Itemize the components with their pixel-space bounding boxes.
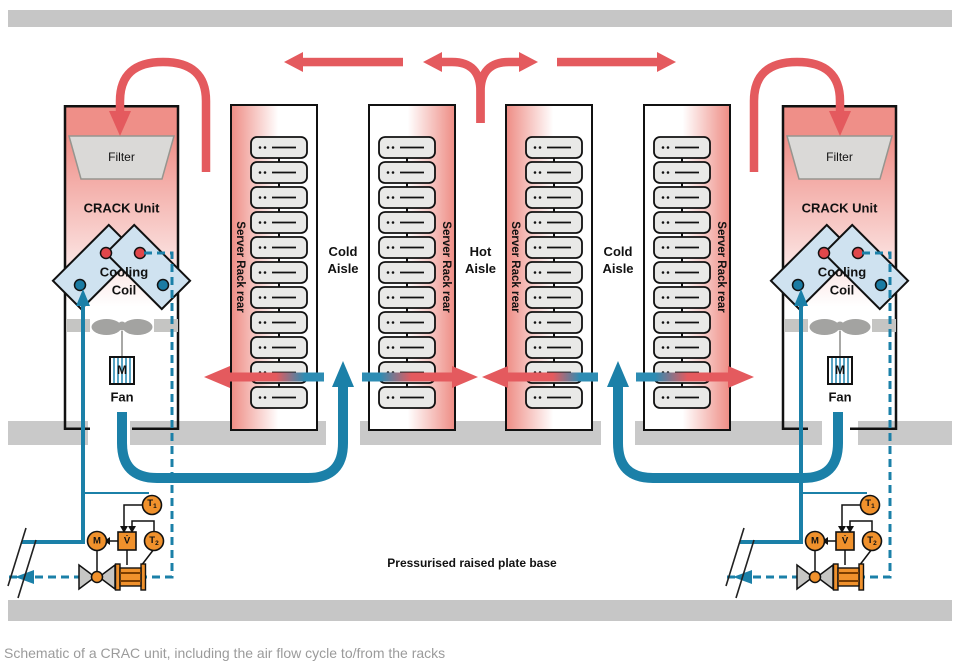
t2-symbol-right: T2 — [867, 535, 877, 547]
hot-aisle-label: Hot Aisle — [465, 244, 496, 278]
chilled-water-controls — [5, 251, 174, 599]
aisle-line2: Aisle — [602, 261, 634, 276]
filter-label-right: Filter — [826, 150, 853, 164]
hot-aisle-riser-right — [476, 57, 519, 123]
aisle-line1: Cold — [603, 244, 633, 260]
valve-ball — [90, 570, 104, 584]
figure-caption: Schematic of a CRAC unit, including the … — [4, 645, 446, 661]
v-symbol-right: V̇ — [841, 535, 849, 547]
flow-meter — [114, 563, 147, 591]
aisle-line1: Hot — [469, 244, 492, 260]
t2-symbol-left: T2 — [149, 535, 159, 547]
warm-water-port — [99, 246, 113, 260]
pipe-break-slashes — [7, 527, 37, 599]
crac-unit-label-right: CRACK Unit — [801, 200, 878, 216]
supply-pipe — [22, 303, 85, 544]
aisle-line2: Aisle — [464, 261, 497, 276]
cooling-coil-line2: Coil — [829, 282, 855, 297]
fan-blade — [122, 319, 153, 335]
filter-trapezoid — [68, 135, 175, 180]
cold-air-duct-right — [607, 361, 843, 483]
rack-rear-label-3: Server Rack rear — [509, 221, 521, 313]
t1-symbol-left: T1 — [147, 498, 157, 510]
fan-label-right: Fan — [828, 389, 852, 405]
aisle-line2: Aisle — [327, 261, 359, 276]
cold-air-up-arrow — [607, 361, 629, 387]
cold-aisle-label-2: Cold Aisle — [602, 244, 633, 278]
fan-motor-letter-right: M — [835, 363, 845, 377]
temp-sensor-t1 — [141, 494, 163, 516]
return-arc-right — [749, 57, 845, 172]
hot-air-arrowheads — [109, 52, 851, 136]
m-symbol-left: M — [93, 535, 101, 547]
v-symbol-left: V̇ — [123, 535, 131, 547]
fan-assembly — [66, 319, 178, 385]
cooling-coil-line1: Cooling — [817, 264, 867, 280]
hot-exhaust-arrow — [728, 366, 754, 388]
cold-air-duct-left — [117, 361, 354, 483]
hot-exhaust-arrow — [204, 366, 230, 388]
fan-label-left: Fan — [110, 389, 134, 405]
cooling-coil-line1: Cooling — [99, 264, 149, 280]
cooling-coil-label-right: Cooling Coil — [818, 263, 866, 298]
top-bar — [8, 10, 952, 27]
flow-controller-v — [117, 531, 137, 551]
cooling-coil-label-left: Cooling Coil — [100, 263, 148, 298]
cold-air-up-arrow — [332, 361, 354, 387]
temp-sensor-t2 — [143, 530, 165, 552]
return-arc-left — [115, 57, 211, 172]
m-symbol-right: M — [811, 535, 819, 547]
rack-airflow-arrows — [204, 366, 754, 388]
base-slab-bar — [8, 600, 952, 621]
server-rack-2 — [368, 104, 456, 431]
aisle-line1: Cold — [328, 244, 358, 260]
rack-rear-label-4: Server Rack rear — [715, 221, 727, 313]
fan-motor-letter-left: M — [117, 363, 127, 377]
control-signal-lines — [96, 504, 155, 571]
filter-label-left: Filter — [108, 150, 135, 164]
valve-body — [78, 563, 97, 591]
supply-arrowhead — [76, 289, 90, 306]
warm-water-port — [133, 246, 147, 260]
chilled-water-port — [156, 278, 170, 292]
cooling-coil — [51, 223, 192, 311]
hot-exhaust-arrow — [452, 366, 478, 388]
cooling-coil-line2: Coil — [111, 282, 137, 297]
fan-blade — [91, 319, 122, 335]
crac-unit-label-left: CRACK Unit — [83, 200, 160, 216]
plenum-label: Pressurised raised plate base — [387, 556, 557, 570]
rack-rear-label-2: Server Rack rear — [440, 221, 452, 313]
valve-motor-m — [86, 530, 108, 552]
chilled-water-port — [73, 278, 87, 292]
hot-air-return-arrows — [115, 57, 845, 172]
cold-aisle-label-1: Cold Aisle — [327, 244, 358, 278]
t1-symbol-right: T1 — [865, 498, 875, 510]
hot-exhaust-arrow — [482, 366, 508, 388]
rack-rear-label-1: Server Rack rear — [234, 221, 246, 313]
